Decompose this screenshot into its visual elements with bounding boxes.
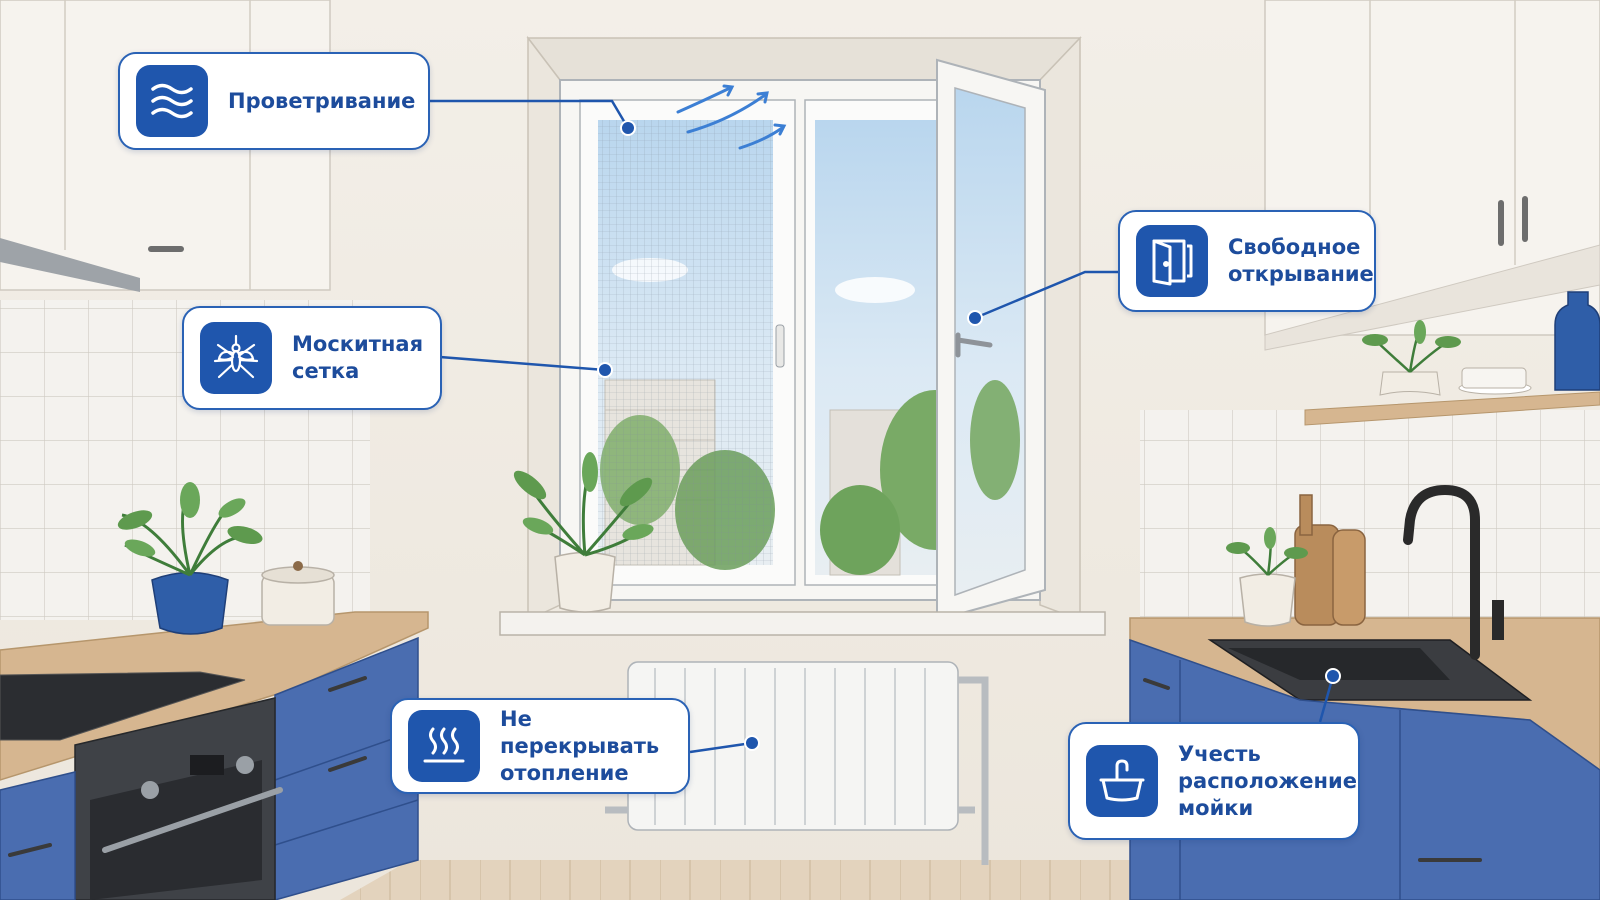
heating-label: Не перекрывать отопление xyxy=(500,706,660,785)
heating-leader xyxy=(689,741,753,754)
leader-lines xyxy=(430,99,1335,754)
heat-waves-icon xyxy=(408,710,480,782)
sink-label: Учесть расположение мойки xyxy=(1178,741,1358,820)
radiator xyxy=(605,661,989,865)
left-pot xyxy=(261,561,335,626)
free-opening-leader xyxy=(974,270,1118,320)
mosquito-leader xyxy=(439,355,606,372)
window-reveal xyxy=(526,37,1082,81)
left-plant xyxy=(117,482,263,635)
airflow-arrows xyxy=(676,84,787,150)
left-counter xyxy=(0,611,429,900)
callout-sink: Учесть расположение мойки xyxy=(1068,722,1360,840)
callout-free-opening: Свободное открывание xyxy=(1118,210,1376,312)
floor xyxy=(340,860,1260,900)
ventilation-label: Проветривание xyxy=(228,88,416,113)
callout-mosquito-net: Москитная сетка xyxy=(182,306,442,410)
window-sill xyxy=(499,611,1106,636)
mosquito-net-label: Москитная сетка xyxy=(292,332,424,383)
leader-dots xyxy=(597,120,1341,751)
right-backsplash xyxy=(1140,410,1600,640)
free-opening-label: Свободное открывание xyxy=(1228,235,1374,286)
sill-plant xyxy=(513,452,654,613)
callout-ventilation: Проветривание xyxy=(118,52,430,150)
window xyxy=(499,35,1106,636)
sink-icon xyxy=(1086,745,1158,817)
right-shelf xyxy=(1304,291,1600,426)
ventilation-leader xyxy=(430,99,630,129)
mosquito-icon xyxy=(200,322,272,394)
callout-heating: Не перекрывать отопление xyxy=(390,698,690,794)
air-flow-icon xyxy=(136,65,208,137)
open-door-icon xyxy=(1136,225,1208,297)
